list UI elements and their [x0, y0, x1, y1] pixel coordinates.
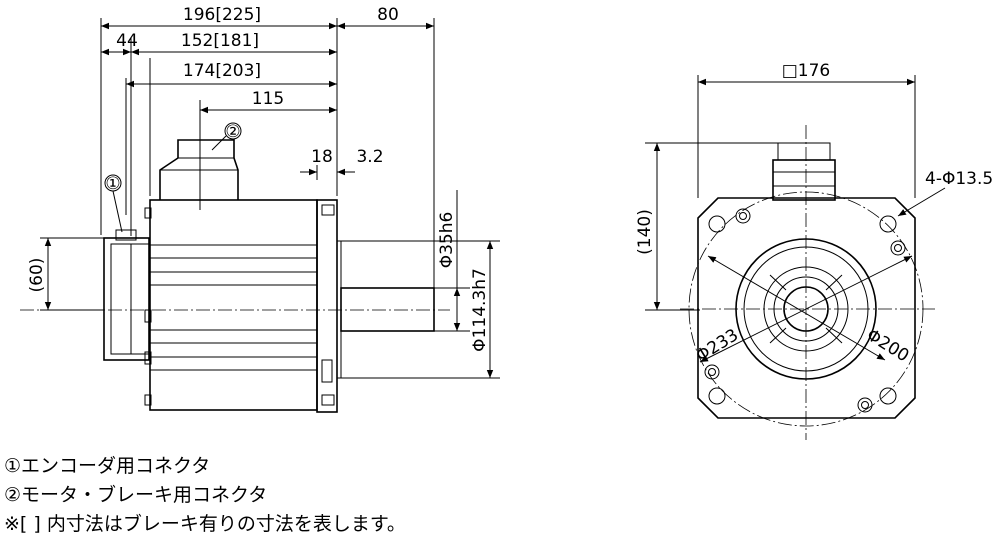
side-dimension-lines [44, 22, 494, 378]
callout-brake: ② [211, 122, 242, 151]
note-bracket-dimensions: ※[ ] 内寸法はブレーキ有りの寸法を表します。 [4, 513, 406, 535]
dim-encoder-to-front: 174[203] [183, 61, 261, 81]
dim-housing-diameter: Φ200 [863, 325, 912, 366]
dim-encoder-height: (60) [27, 258, 47, 293]
dim-connector-to-front: 115 [252, 89, 284, 109]
motor-dimension-drawing: ① ② 196[225] 80 44 152[181] 174[203] 115… [20, 5, 993, 440]
motor-body-side [144, 199, 318, 411]
front-dimension-lines [653, 78, 946, 363]
power-connector-side [159, 139, 239, 200]
encoder-housing [103, 229, 150, 361]
dim-shaft-shoulder: 3.2 [356, 147, 383, 167]
flange-square-front [697, 197, 916, 419]
dim-shaft-length: 80 [377, 5, 399, 25]
front-view: □176 (140) 4-Φ13.5 Φ233 Φ200 [635, 61, 993, 440]
dim-flange-square: □176 [782, 61, 831, 81]
side-view: ① ② 196[225] 80 44 152[181] 174[203] 115… [20, 5, 500, 413]
flange-side [316, 199, 342, 413]
svg-text:②: ② [225, 122, 240, 142]
dim-total-length: 196[225] [183, 5, 261, 25]
dim-mounting-holes: 4-Φ13.5 [925, 169, 993, 189]
dim-shaft-diameter: Φ35h6 [437, 212, 457, 269]
mounting-holes [708, 215, 897, 405]
dim-pilot-diameter: Φ114.3h7 [470, 268, 490, 352]
svg-text:①: ① [105, 174, 120, 194]
side-extension-lines [100, 18, 435, 290]
dim-connector-height: (140) [635, 209, 655, 255]
callout-encoder: ① [104, 174, 123, 233]
dim-flange-thickness: 18 [311, 147, 333, 167]
power-connector-front [772, 142, 836, 201]
dim-body-length: 152[181] [181, 31, 259, 51]
notes: ①エンコーダ用コネクタ ②モータ・ブレーキ用コネクタ ※[ ] 内寸法はブレーキ… [4, 452, 1004, 539]
note-brake-connector: ②モータ・ブレーキ用コネクタ [4, 484, 268, 506]
dim-bolt-circle: Φ233 [693, 325, 742, 366]
tapped-holes [704, 208, 906, 413]
note-encoder-connector: ①エンコーダ用コネクタ [4, 455, 211, 477]
shaft-side [340, 287, 435, 332]
dim-flange-offset: 44 [116, 31, 138, 51]
